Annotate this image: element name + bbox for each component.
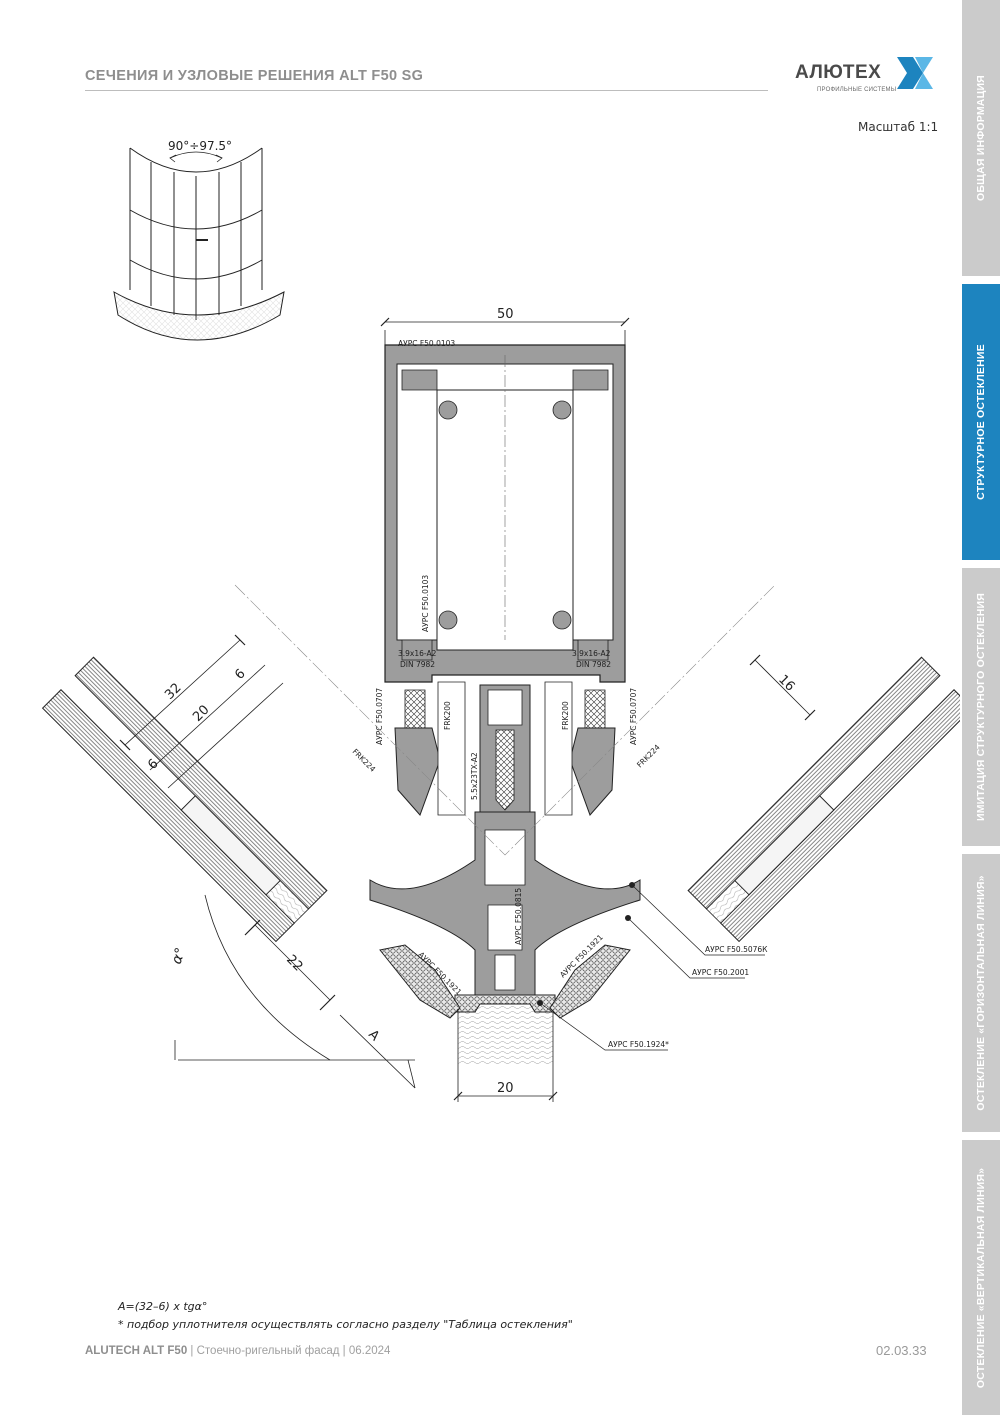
label-screw-right: 3.9x16-A2 <box>572 649 611 658</box>
section-sidebar: ОБЩАЯ ИНФОРМАЦИЯ СТРУКТУРНОЕ ОСТЕКЛЕНИЕ … <box>962 0 1000 1415</box>
dim-22-value: 22 <box>283 952 305 974</box>
dim-16-value: 16 <box>775 672 797 694</box>
center-lines <box>234 584 776 856</box>
footer-brand: ALUTECH ALT F50 <box>85 1345 188 1357</box>
footer: ALUTECH ALT F50 | Стоечно-ригельный фаса… <box>85 1345 390 1357</box>
scale-label: Масштаб 1:1 <box>858 120 939 134</box>
dim-20-value: 20 <box>190 703 212 725</box>
dim-bottom-width <box>453 1010 558 1102</box>
label-din-right: DIN 7982 <box>576 660 611 669</box>
sidebar-tab-label: ОСТЕКЛЕНИЕ «ВЕРТИКАЛЬНАЯ ЛИНИЯ» <box>975 1167 987 1388</box>
label-din-left: DIN 7982 <box>400 660 435 669</box>
sidebar-tab-imitation[interactable]: ИМИТАЦИЯ СТРУКТУРНОГО ОСТЕКЛЕНИЯ <box>962 568 1000 846</box>
dim-right-group <box>749 654 816 721</box>
footer-text: | Стоечно-ригельный фасад | 06.2024 <box>187 1345 391 1357</box>
formula-note: А=(32–6) x tgα° <box>118 1300 208 1313</box>
sidebar-tab-horizontal[interactable]: ОСТЕКЛЕНИЕ «ГОРИЗОНТАЛЬНАЯ ЛИНИЯ» <box>962 854 1000 1132</box>
callout-5076k: АУРС F50.5076К <box>705 945 768 954</box>
pressure-plate-assembly <box>369 684 641 1001</box>
label-profile-top: АУРС F50.0103 <box>398 339 455 348</box>
label-frk224-right: FRK224 <box>635 743 662 770</box>
sidebar-tab-vertical[interactable]: ОСТЕКЛЕНИЕ «ВЕРТИКАЛЬНАЯ ЛИНИЯ» <box>962 1140 1000 1415</box>
glass-unit-left <box>41 656 328 943</box>
sidebar-tab-general[interactable]: ОБЩАЯ ИНФОРМАЦИЯ <box>962 0 1000 276</box>
label-screw-left: 3.9x16-A2 <box>398 649 437 658</box>
dim-bottom-width-value: 20 <box>497 1081 514 1096</box>
sidebar-tab-label: ОСТЕКЛЕНИЕ «ГОРИЗОНТАЛЬНАЯ ЛИНИЯ» <box>975 875 987 1111</box>
callout-2001: АУРС F50.2001 <box>692 968 749 977</box>
label-frk200-left: FRK200 <box>443 701 452 730</box>
page-number: 02.03.33 <box>876 1343 927 1358</box>
label-frk224-left: FRK224 <box>351 747 378 774</box>
header-divider <box>85 90 768 91</box>
dim-32-value: 32 <box>162 681 184 703</box>
label-frk200-right: FRK200 <box>561 701 570 730</box>
sidebar-tab-label: ИМИТАЦИЯ СТРУКТУРНОГО ОСТЕКЛЕНИЯ <box>975 592 987 822</box>
callout-leaders <box>539 884 765 1051</box>
sidebar-tab-label: ОБЩАЯ ИНФОРМАЦИЯ <box>975 75 987 201</box>
dim-top-width <box>380 317 630 345</box>
mullion-profile <box>384 344 626 816</box>
gaskets <box>379 882 635 1019</box>
dim-top-width-value: 50 <box>497 307 514 322</box>
logo-wordmark: АЛЮТЕХ <box>795 62 882 83</box>
company-logo: АЛЮТЕХ ПРОФИЛЬНЫЕ СИСТЕМЫ <box>790 52 940 98</box>
callout-1924: АУРС F50.1924* <box>608 1040 669 1049</box>
logo-tagline: ПРОФИЛЬНЫЕ СИСТЕМЫ <box>817 87 897 93</box>
glass-unit-right <box>687 656 960 943</box>
page-title: СЕЧЕНИЯ И УЗЛОВЫЕ РЕШЕНИЯ ALT F50 SG <box>85 68 424 84</box>
label-insert: АУРС F50.0815 <box>514 888 523 945</box>
label-screw-center: 5.5x23TX-A2 <box>470 752 479 800</box>
sidebar-tab-structural[interactable]: СТРУКТУРНОЕ ОСТЕКЛЕНИЕ <box>962 284 1000 560</box>
footnote: * подбор уплотнителя осуществлять соглас… <box>118 1318 573 1331</box>
label-seal-right: АУРС F50.0707 <box>629 688 638 745</box>
section-drawing: 90°÷97.5° <box>41 139 960 1102</box>
dim-left-group <box>119 634 416 1089</box>
label-profile-vertical: АУРС F50.0103 <box>421 575 430 632</box>
logo-mark-icon <box>897 57 933 89</box>
label-seal-left: АУРС F50.0707 <box>375 688 384 745</box>
angle-range-label: 90°÷97.5° <box>168 139 232 153</box>
plan-sketch <box>113 147 285 341</box>
dim-6-top-value: 6 <box>232 666 248 682</box>
sidebar-tab-label: СТРУКТУРНОЕ ОСТЕКЛЕНИЕ <box>975 344 987 500</box>
angle-alpha-label: α° <box>169 946 190 967</box>
